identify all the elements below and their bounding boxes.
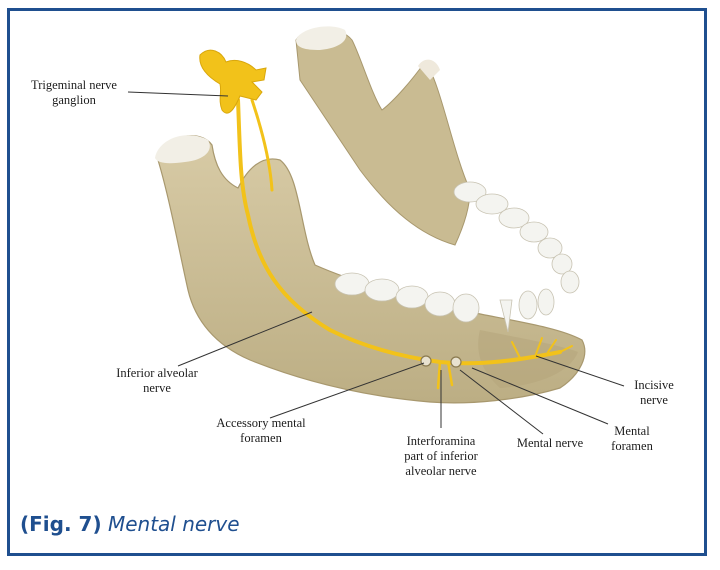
trigeminal-ganglion [199, 49, 267, 114]
back-teeth [453, 181, 580, 294]
right-condyle [296, 26, 347, 50]
nerve-pathway [236, 98, 573, 390]
right-ramus [295, 28, 471, 246]
label-incisive-nerve: Incisive nerve [634, 378, 674, 407]
leader-lines [127, 91, 625, 435]
mandible-body [157, 135, 586, 404]
left-condyle [155, 135, 210, 164]
mental-foramen [450, 356, 462, 368]
label-accessory-mental-foramen: Accessory mental foramen [216, 416, 306, 445]
caption-title: Mental nerve [107, 512, 240, 536]
right-coronoid [418, 59, 440, 80]
label-mental-foramen: Mental foramen [611, 424, 653, 453]
caption-figure-number: (Fig. 7) [20, 512, 102, 536]
label-inferior-alveolar-nerve: Inferior alveolar nerve [116, 366, 198, 395]
front-teeth [334, 272, 555, 333]
figure-caption: (Fig. 7) Mental nerve [20, 512, 240, 536]
label-trigeminal-ganglion: Trigeminal nerve ganglion [31, 78, 117, 107]
label-interforamina-part: Interforamina part of inferior alveolar … [404, 434, 478, 478]
label-mental-nerve: Mental nerve [516, 436, 584, 450]
accessory-mental-foramen [420, 355, 432, 367]
